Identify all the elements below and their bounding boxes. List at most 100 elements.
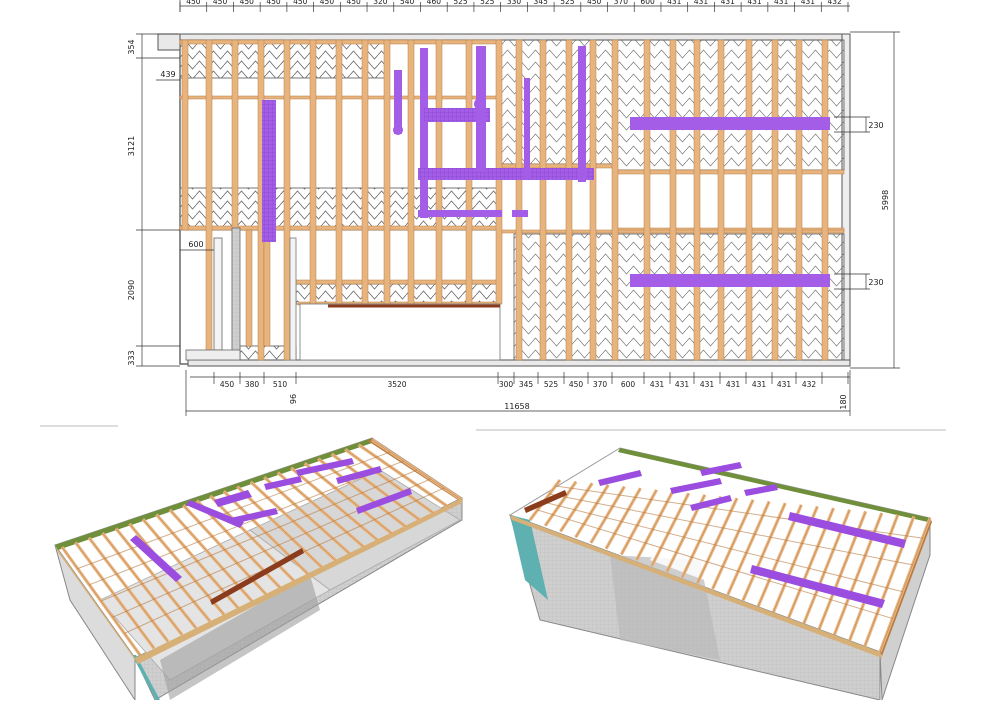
dimension-lines	[136, 0, 900, 416]
bottom-dim-label: 3520	[387, 380, 406, 389]
top-dim-label: 525	[480, 0, 495, 6]
joist	[407, 39, 415, 305]
iso-joist-edge	[681, 496, 722, 578]
rail	[497, 163, 615, 169]
top-dim-label: 540	[400, 0, 415, 6]
bottom-dim-label: 431	[726, 380, 741, 389]
top-dim-label: 330	[507, 0, 522, 6]
iso-joist-edge	[575, 484, 609, 538]
top-dim-label: 460	[427, 0, 442, 6]
isometric-view-left	[54, 437, 464, 702]
bottom-dim-label: 450	[569, 380, 584, 389]
iso-joist-edge	[651, 493, 689, 567]
joist	[643, 39, 651, 361]
bottom-dim-label: 431	[650, 380, 665, 389]
joist	[589, 39, 597, 361]
top-dim-label: 450	[320, 0, 335, 6]
top-left-corner	[157, 33, 181, 51]
iso-joist-edge	[864, 516, 915, 647]
ventilation-ducts	[262, 46, 830, 287]
bottom-dim-label: 432	[802, 380, 817, 389]
bottom-dim-label: 431	[700, 380, 715, 389]
bottom-dim-label: 431	[752, 380, 767, 389]
isometric-view-right	[508, 447, 932, 701]
iso-joist-edge	[712, 499, 754, 589]
top-dim-label: 345	[534, 0, 549, 6]
stair-joist	[263, 229, 271, 347]
stair-joist	[245, 229, 253, 347]
top-dim-label: 450	[347, 0, 362, 6]
iso-joist-edge	[758, 504, 802, 607]
iso-joist-edge	[590, 486, 625, 544]
iso-rail	[100, 469, 418, 602]
floor-plan-view: 450 450 450 450 450 450 450 320 540 460 525 525 330 3…	[127, 0, 900, 416]
joist	[309, 39, 317, 305]
joist	[361, 39, 369, 305]
dim-333: 333	[127, 350, 136, 365]
dim-3121: 3121	[127, 136, 136, 156]
iso-rail	[89, 460, 404, 586]
joist	[611, 39, 619, 361]
top-dim-label: 432	[827, 0, 842, 6]
dim-duct-230-bottom: 230	[868, 278, 883, 287]
iso-rail	[537, 509, 893, 619]
top-dim-label: 370	[614, 0, 629, 6]
top-dim-label: 450	[293, 0, 308, 6]
top-dim-label: 431	[774, 0, 789, 6]
iso-joist-edge	[742, 503, 786, 601]
top-dim-label: 525	[560, 0, 575, 6]
iso-rail	[77, 451, 391, 570]
joist	[205, 39, 213, 361]
dim-96: 96	[289, 394, 298, 404]
bottom-dim-label: 431	[777, 380, 792, 389]
dim-2090: 2090	[127, 280, 136, 300]
dim-overall-height: 5998	[881, 190, 890, 210]
joist	[515, 39, 523, 361]
dim-600: 600	[188, 240, 203, 249]
bottom-dim-label: 380	[245, 380, 260, 389]
joist	[693, 39, 701, 361]
stair-opening-walls	[185, 227, 297, 361]
joist	[283, 39, 291, 361]
bottom-dim-label: 510	[273, 380, 288, 389]
top-wall-plate	[157, 33, 851, 41]
bottom-dim-label: 450	[220, 380, 235, 389]
bottom-dim-label: 600	[621, 380, 636, 389]
iso-joist-edge	[879, 517, 931, 653]
floor-opening	[299, 303, 501, 361]
joist	[795, 39, 803, 361]
joist	[669, 39, 677, 361]
dim-duct-230-top: 230	[868, 121, 883, 130]
iso-joist-edge	[727, 501, 770, 595]
iso-joist-edge	[605, 488, 641, 549]
joist	[821, 39, 829, 361]
iso-joist-edge	[545, 481, 577, 526]
left-iso-ducts	[130, 458, 412, 582]
bottom-wall-plate	[187, 359, 851, 367]
dim-overall-width: 11658	[504, 402, 529, 411]
top-dim-label: 431	[721, 0, 736, 6]
top-dim-label: 450	[587, 0, 602, 6]
joist	[181, 39, 189, 231]
joist	[717, 39, 725, 361]
iso-rail	[549, 493, 913, 566]
top-dim-label: 450	[240, 0, 255, 6]
top-dim-label: 431	[801, 0, 816, 6]
bottom-dim-label: 370	[593, 380, 608, 389]
iso-joist-edge	[636, 491, 673, 561]
iso-joist-edge	[560, 483, 593, 532]
iso-rail	[543, 501, 903, 593]
dim-354: 354	[127, 39, 136, 54]
joist	[771, 39, 779, 361]
joist	[565, 39, 573, 361]
joist	[745, 39, 753, 361]
top-dim-label: 320	[373, 0, 388, 6]
dim-439: 439	[160, 70, 175, 79]
joist	[539, 39, 547, 361]
iso-joist-edge	[621, 489, 657, 555]
vertical-joists	[181, 39, 829, 361]
top-dim-label: 450	[213, 0, 228, 6]
iso-joist-edge	[849, 514, 899, 641]
